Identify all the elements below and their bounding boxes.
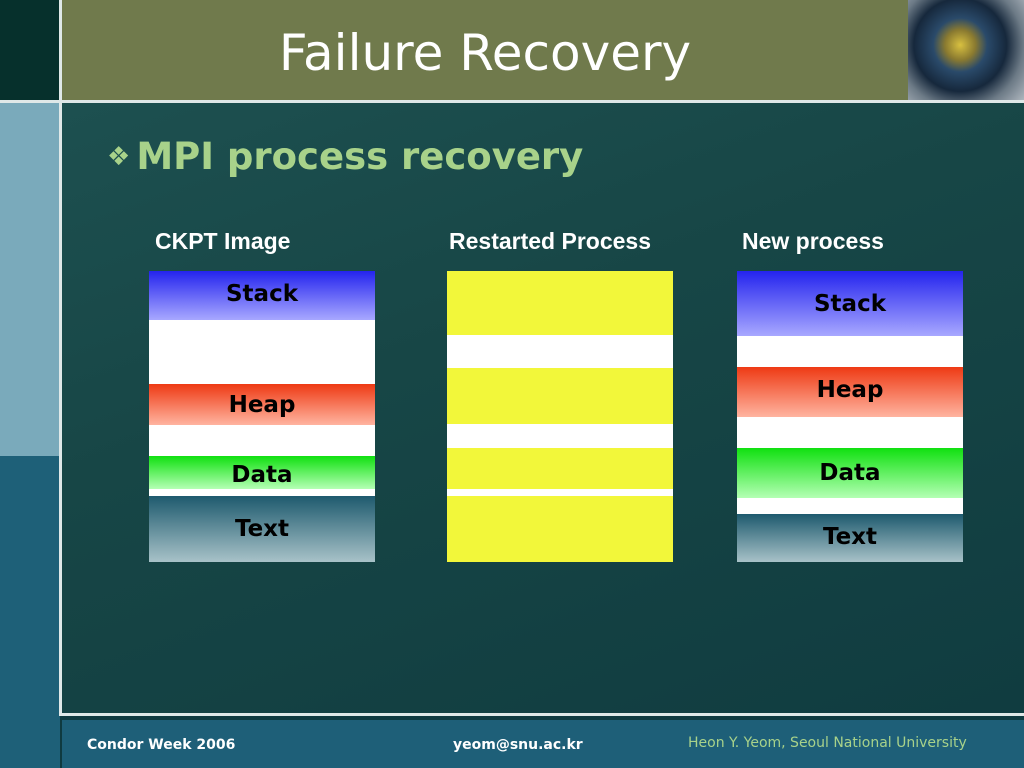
ckpt-segment-white	[149, 320, 375, 384]
restarted-segment-white	[447, 424, 673, 448]
title-bar	[62, 0, 908, 100]
diamond-bullet-icon: ❖	[107, 141, 131, 172]
restarted-segment-yellow	[447, 271, 673, 335]
segment-label: Stack	[225, 281, 298, 307]
divider-top	[0, 100, 1024, 103]
segment-label: Heap	[816, 377, 884, 403]
column-heading-ckpt: CKPT Image	[155, 228, 291, 254]
column-heading-new: New process	[742, 228, 884, 254]
divider-bottom	[60, 713, 1024, 716]
ckpt-segment-text: Text	[149, 496, 375, 562]
ckpt-segment-heap: Heap	[149, 384, 375, 425]
segment-label: Data	[231, 462, 293, 488]
footer-email: yeom@snu.ac.kr	[453, 737, 583, 753]
left-band-light	[0, 103, 60, 456]
segment-label: Heap	[228, 392, 296, 418]
slide-title: Failure Recovery	[278, 24, 692, 82]
new-segment-white	[737, 336, 963, 367]
left-band-dark	[0, 456, 60, 768]
segment-label: Text	[234, 516, 290, 542]
new-segment-stack: Stack	[737, 271, 963, 336]
restarted-segment-yellow	[447, 448, 673, 489]
ckpt-segment-stack: Stack	[149, 271, 375, 320]
restarted-segment-yellow	[447, 368, 673, 424]
segment-label: Data	[819, 460, 881, 486]
segment-label: Text	[822, 524, 878, 550]
new-segment-text: Text	[737, 514, 963, 562]
new-segment-white	[737, 498, 963, 514]
ckpt-segment-white	[149, 489, 375, 496]
restarted-segment-yellow	[447, 496, 673, 562]
corner-block	[0, 0, 60, 100]
new-segment-white	[737, 417, 963, 448]
segment-label: Stack	[813, 291, 886, 317]
divider-left	[59, 0, 62, 716]
ckpt-segment-white	[149, 425, 375, 456]
new-segment-data: Data	[737, 448, 963, 498]
footer-author: Heon Y. Yeom, Seoul National University	[688, 735, 967, 751]
restarted-segment-white	[447, 489, 673, 496]
footer-event: Condor Week 2006	[87, 737, 236, 753]
column-heading-restarted: Restarted Process	[449, 228, 651, 254]
ckpt-segment-data: Data	[149, 456, 375, 489]
bullet-row: ❖ MPI process recovery	[107, 138, 583, 175]
monitor-photo	[908, 0, 1024, 100]
footer-bar	[62, 720, 1024, 768]
bullet-text: MPI process recovery	[136, 135, 584, 178]
restarted-segment-white	[447, 335, 673, 368]
new-segment-heap: Heap	[737, 367, 963, 417]
